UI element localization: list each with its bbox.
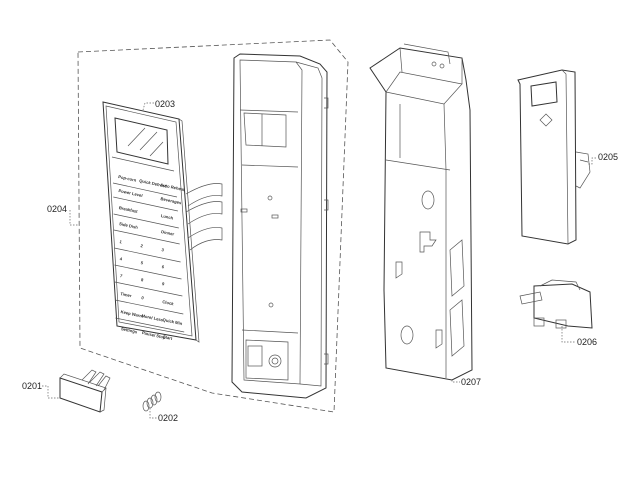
spring — [142, 391, 162, 412]
keypad-key-label: Dinner — [161, 229, 175, 237]
keypad-key-label: Quick Min — [162, 317, 183, 326]
keypad-key-label: 7 — [120, 273, 124, 279]
keypad-key-label: 8 — [141, 277, 145, 283]
label-0206: 0206 — [577, 337, 597, 347]
keypad-row-divider — [113, 196, 178, 212]
label-0201: 0201 — [22, 381, 42, 391]
keypad-row-divider — [114, 264, 182, 280]
keypad-key-label: 2 — [140, 243, 144, 249]
keypad-key-label: Side Dish — [119, 221, 139, 230]
keypad-row-divider — [112, 182, 178, 198]
keypad-key-label: More/ Less — [141, 313, 164, 323]
keypad-key-label: Auto Reheat — [160, 182, 186, 192]
keypad-key-label: 6 — [161, 264, 165, 270]
keypad-key-label: Quick Defrost — [139, 178, 167, 189]
keypad-key-label: Breakfast — [118, 205, 138, 214]
label-0203: 0203 — [155, 99, 175, 109]
keypad-key-label: 0 — [141, 295, 145, 301]
keypad-row-divider — [114, 247, 181, 263]
label-0205: 0205 — [598, 152, 618, 162]
keypad-row-divider — [115, 299, 184, 315]
keypad-key-label: 9 — [162, 281, 166, 287]
keypad-key-label: Keep Warm — [120, 309, 144, 319]
keypad-key-label: 4 — [119, 256, 123, 262]
label-0204: 0204 — [47, 204, 67, 214]
keypad-row-divider — [115, 317, 185, 333]
keypad-key-label: Pop-corn — [118, 174, 137, 183]
keypad-row-divider — [114, 281, 183, 297]
keypad-key-label: 1 — [119, 239, 123, 245]
keypad-key-label: Settings — [120, 326, 138, 334]
keypad-key-label: Lunch — [160, 213, 174, 221]
label-0207: 0207 — [461, 377, 481, 387]
keypad-key-label: Timer — [120, 291, 132, 298]
assembly-0204-boundary — [77, 39, 349, 413]
keypad-key-label: Pause/ Stop — [141, 330, 166, 340]
ribbon-cables — [185, 183, 223, 251]
label-0202: 0202 — [158, 413, 178, 423]
control-pcb — [517, 69, 591, 245]
control-panel-bracket — [369, 43, 473, 381]
keypad-row-divider — [113, 213, 179, 229]
switch-assembly — [519, 279, 593, 329]
keypad-row-divider — [113, 229, 180, 245]
keypad-key-label: 3 — [161, 247, 165, 253]
keypad-key-label: Start — [162, 334, 173, 341]
control-panel-frame — [231, 53, 329, 399]
keypad-key-label: 5 — [140, 260, 144, 266]
keypad-key-label: Power Level — [118, 188, 143, 198]
keypad-key-label: Clock — [162, 299, 175, 306]
door-release-button — [59, 369, 111, 413]
keypad-key-label: Beverages — [160, 196, 182, 205]
